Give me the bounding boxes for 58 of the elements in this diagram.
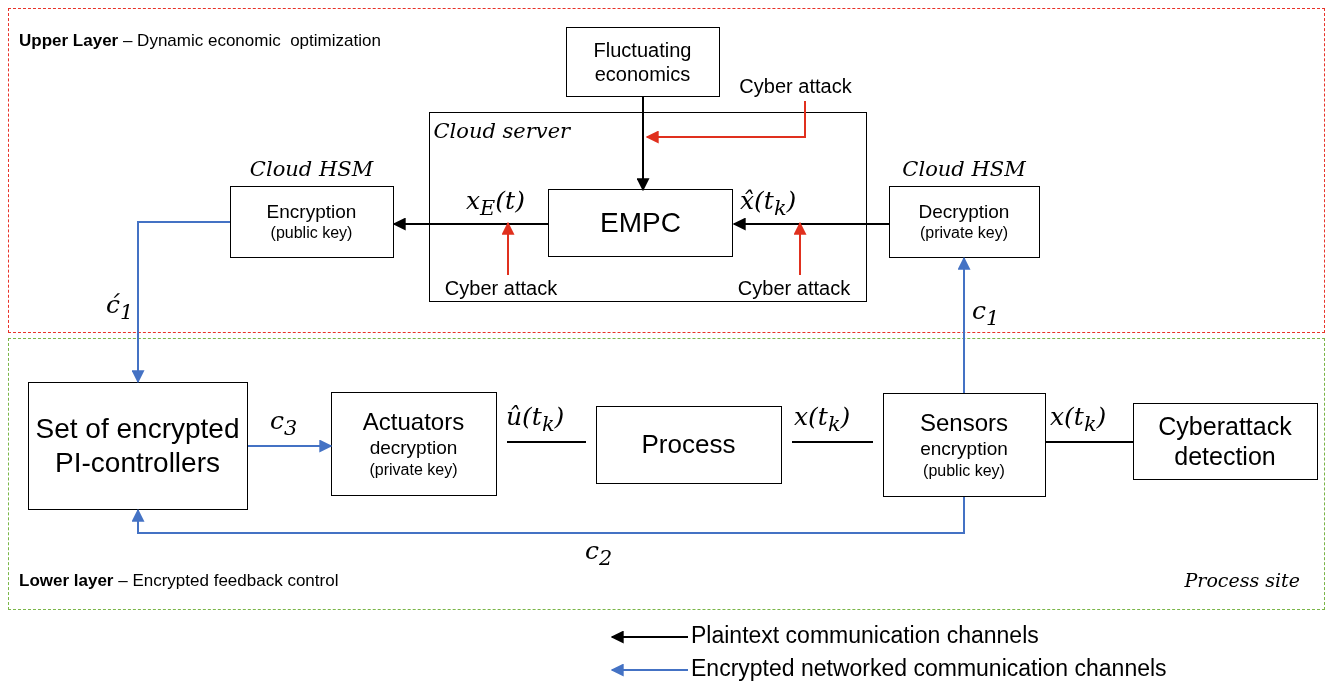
edge-label: ć$_{1}$: [106, 292, 134, 323]
node-note: (private key): [369, 459, 458, 479]
node-text: Decryption: [918, 200, 1010, 224]
process-box: [565, 26, 720, 97]
arrow: [732, 217, 890, 231]
arrow: [131, 221, 231, 384]
hsm-title: Cloud HSM: [248, 156, 375, 182]
node-text: Encryption: [266, 200, 357, 224]
process-box: [27, 381, 248, 510]
arrow: [793, 221, 807, 276]
node-note: (public key): [923, 460, 1005, 480]
node-subtext: (private key): [920, 223, 1008, 243]
arrow: [636, 96, 650, 192]
process-box: [882, 392, 1046, 497]
arrow: [131, 496, 965, 534]
server-container: [428, 111, 867, 302]
edge-label: x(t$_{k}$): [1050, 404, 1107, 435]
server-title: Cloud server: [433, 118, 571, 144]
edge-label: c$_{2}$: [585, 538, 613, 569]
lower-layer-region: [8, 338, 1325, 610]
node-text: Cyberattack detection: [1157, 411, 1293, 471]
connector-line: [1045, 441, 1134, 443]
edge-label: x(t$_{k}$): [794, 404, 851, 435]
legend-text: Encrypted networked communication channels: [691, 655, 1167, 683]
layer-title: Upper Layer – Dynamic economic optimization: [19, 31, 381, 51]
attack-label: Cyber attack: [725, 72, 866, 101]
arrow: [392, 217, 550, 231]
node-subtext: decryption: [369, 436, 458, 460]
process-box: [1132, 402, 1318, 480]
node-text: Set of encrypted PI-controllers: [34, 411, 241, 480]
hsm-title: Cloud HSM: [901, 156, 1027, 182]
attack-label: Cyber attack: [430, 274, 572, 302]
node-subtext: encryption: [920, 437, 1008, 461]
upper-layer-region: [8, 8, 1325, 333]
arrow: [957, 256, 971, 394]
connector-line: [506, 441, 587, 443]
edge-label: û(t$_{k}$): [506, 404, 565, 435]
edge-label: x̂(t$_{k}$): [740, 188, 797, 219]
edge-label: c$_{1}$: [972, 298, 1000, 329]
edge-label: c$_{3}$: [270, 408, 298, 439]
node-text: EMPC: [600, 206, 681, 240]
site-label: Process site: [1184, 569, 1300, 591]
process-box: [595, 405, 782, 484]
node-text: Fluctuating economics: [592, 37, 693, 86]
arrow: [645, 100, 806, 144]
arrow: [501, 221, 515, 276]
node-subtext: (public key): [270, 223, 353, 243]
process-box: [330, 391, 497, 496]
edge-label: x$_{E}$(t): [466, 188, 525, 219]
layer-title: Lower layer – Encrypted feedback control: [19, 571, 339, 591]
connector-line: [791, 441, 874, 443]
node-text: Process: [641, 428, 736, 461]
attack-label: Cyber attack: [724, 274, 864, 302]
legend-text: Plaintext communication channels: [691, 622, 1039, 650]
node-text: Sensors: [919, 409, 1008, 438]
process-box: [548, 189, 733, 257]
arrow: [247, 439, 333, 453]
node-text: Actuators: [362, 408, 465, 437]
